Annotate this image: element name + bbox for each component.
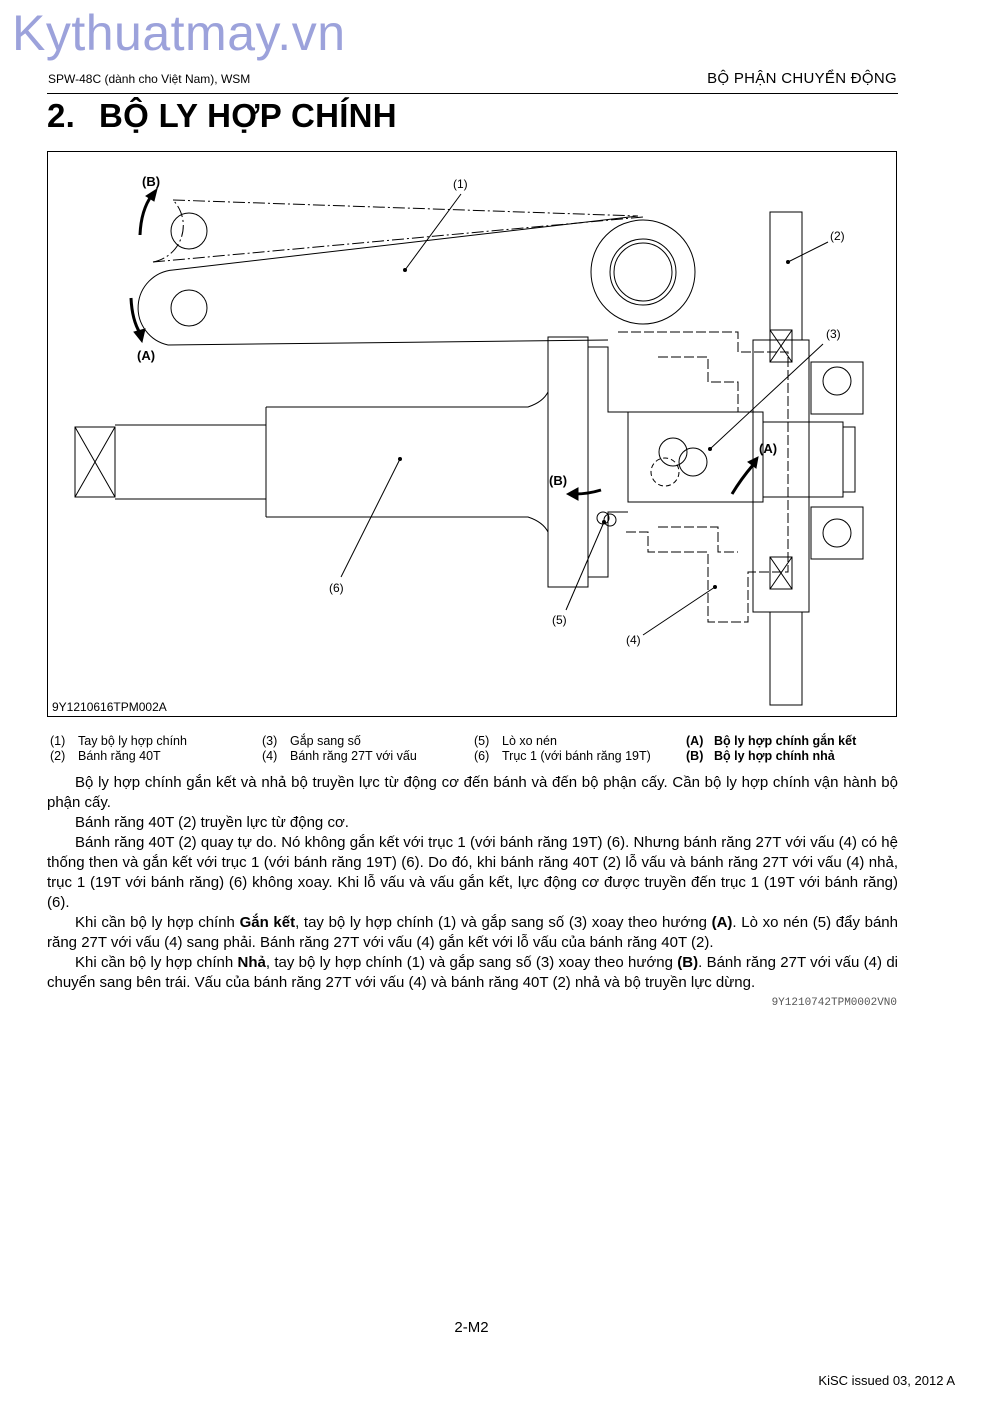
shaft-flange — [547, 336, 589, 588]
leader-2 — [787, 241, 829, 263]
spring-coil-2 — [603, 513, 617, 527]
shaft-body — [265, 391, 549, 533]
callout-a-mid: (A) — [759, 441, 777, 456]
figure-legend: (1)Tay bộ ly hợp chính (3)Gắp sang số (5… — [50, 734, 900, 763]
legend-item: (2)Bánh răng 40T — [50, 749, 161, 763]
watermark: Kythuatmay.vn — [12, 5, 346, 61]
paragraph: Bộ ly hợp chính gắn kết và nhả bộ truyền… — [47, 774, 898, 811]
legend-item: (3)Gắp sang số — [262, 734, 361, 748]
arrow-a-top-head — [133, 328, 146, 344]
body-text: Bộ ly hợp chính gắn kết và nhả bộ truyền… — [47, 773, 898, 993]
bearing-small-top — [769, 329, 793, 363]
arrow-a-mid — [730, 464, 755, 495]
gear-40t-bottom — [769, 611, 803, 706]
pivot-boss-outer — [590, 219, 696, 325]
header-manual-title: SPW-48C (dành cho Việt Nam), WSM — [48, 72, 251, 86]
issue-note: KiSC issued 03, 2012 A — [818, 1373, 955, 1388]
callout-a-top: (A) — [137, 348, 155, 363]
pivot-boss-inner — [609, 238, 677, 306]
callout-5: (5) — [552, 613, 567, 627]
callout-6: (6) — [329, 581, 344, 595]
header-chapter-title: BỘ PHẬN CHUYỂN ĐỘNG — [707, 70, 897, 87]
bearing-bottom — [810, 506, 864, 560]
header-divider — [47, 93, 898, 94]
gear-core — [627, 411, 764, 503]
gear-40t-top — [769, 211, 803, 341]
arm-arc-a — [137, 269, 174, 346]
bearing-top-ball — [822, 366, 852, 396]
gear-lug-lower — [658, 526, 738, 553]
shaft-end-cross-2 — [74, 426, 116, 498]
callout-b-top: (B) — [142, 174, 160, 189]
figure-id: 9Y1210616TPM002A — [52, 700, 167, 714]
legend-item: (1)Tay bộ ly hợp chính — [50, 734, 187, 748]
section-number: 2. — [47, 97, 76, 134]
legend-item: (5)Lò xo nén — [474, 734, 557, 748]
arm-hole-a — [170, 289, 208, 327]
arm-hole-b — [170, 212, 208, 250]
gear-pin-3 — [650, 457, 680, 487]
shaft-small — [115, 424, 266, 500]
arm-top-b — [172, 199, 639, 217]
reference-code: 9Y1210742TPM0002VN0 — [771, 997, 897, 1009]
paragraph: Khi cần bộ ly hợp chính Gắn kết, tay bộ … — [47, 914, 898, 951]
arrow-b-mid-head — [565, 487, 579, 501]
leader-6 — [340, 458, 401, 578]
gear-pin-2 — [678, 447, 708, 477]
leader-1 — [404, 193, 462, 271]
arm-lower — [167, 339, 609, 346]
legend-item: (B)Bộ ly hợp chính nhả — [686, 749, 835, 763]
callout-2: (2) — [830, 229, 845, 243]
leader-5 — [565, 521, 605, 611]
gear-lug-upper — [658, 356, 739, 412]
callout-3: (3) — [826, 327, 841, 341]
leader-4 — [642, 586, 716, 636]
paragraph: Khi cần bộ ly hợp chính Nhả, tay bộ ly h… — [47, 954, 898, 991]
clutch-drawing: (1) (2) (3) (4) (5) (6) (B) (A) (B) (A) — [74, 174, 864, 706]
bearing-top — [810, 361, 864, 415]
arm-outline-a — [172, 215, 639, 271]
bearing-bottom-ball — [822, 518, 852, 548]
legend-item: (4)Bánh răng 27T với vấu — [262, 749, 417, 763]
shaft-right — [763, 421, 844, 498]
paragraph: Bánh răng 40T (2) truyền lực từ động cơ. — [75, 814, 349, 831]
callout-1: (1) — [453, 177, 468, 191]
section-title: 2. BỘ LY HỢP CHÍNH — [47, 97, 397, 135]
shaft-right-end — [842, 426, 856, 493]
arrow-a-mid-head — [747, 456, 759, 469]
legend-item: (6)Trục 1 (với bánh răng 19T) — [474, 749, 651, 763]
arm-arc-b — [152, 199, 184, 263]
callout-b-mid: (B) — [549, 473, 567, 488]
pivot-boss-ring — [613, 242, 673, 302]
arrow-b-top — [138, 194, 154, 236]
section-heading: BỘ LY HỢP CHÍNH — [99, 97, 397, 134]
legend-item: (A)Bộ ly hợp chính gắn kết — [686, 734, 857, 748]
arrow-b-top-head — [145, 187, 158, 202]
gear-pin — [658, 437, 688, 467]
housing-left — [588, 346, 628, 578]
clutch-diagram: (1) (2) (3) (4) (5) (6) (B) (A) (B) (A) … — [47, 151, 897, 717]
fork-outline — [618, 331, 789, 623]
shaft-end-box — [74, 426, 116, 498]
leader-3 — [709, 343, 824, 450]
gear-40t-hub — [752, 339, 810, 613]
page-number: 2-M2 — [454, 1319, 489, 1336]
callout-4: (4) — [626, 633, 641, 647]
bearing-small-bottom — [769, 556, 793, 590]
paragraph: Bánh răng 40T (2) quay tự do. Nó không g… — [47, 834, 898, 911]
